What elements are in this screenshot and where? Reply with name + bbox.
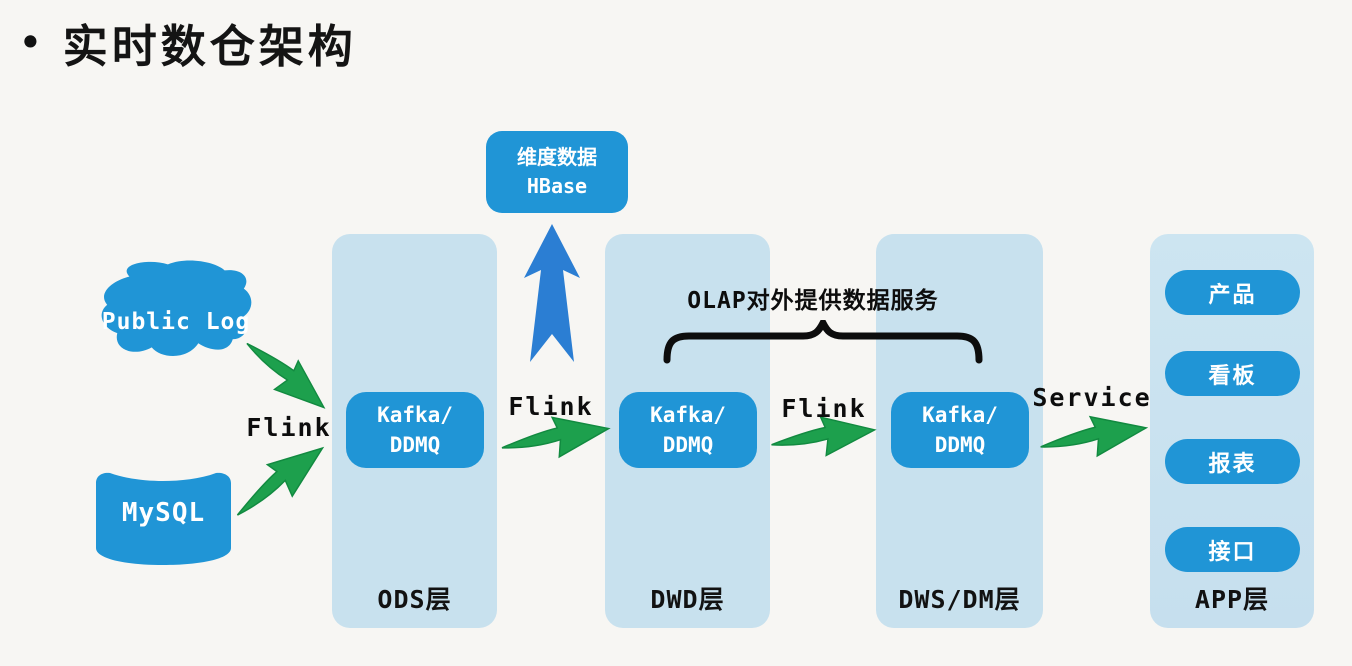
olap-annotation: OLAP对外提供数据服务 [687,288,939,314]
flink-ods-dwd-label: Flink [508,392,594,421]
app-node-product: 产品 [1165,270,1300,315]
layer-label-ods: ODS层 [377,585,452,614]
kafka-dwd-line2: DDMQ [662,433,714,457]
app-node-report: 报表 [1165,439,1300,484]
kafka-ods-line1: Kafka/ [377,402,453,427]
flink-dwd-dws-label: Flink [781,394,867,423]
hbase-node-line2: HBase [526,174,588,198]
flow-arrow-mysql-to-ods-icon [221,430,340,530]
title-bullet: • [18,17,43,67]
hbase-dimension-node: 维度数据 HBase [486,131,628,213]
flow-arrow-dwd-to-dws-icon [769,411,878,462]
kafka-ddmq-node-dws: Kafka/ DDMQ [891,392,1029,468]
page-title: 实时数仓架构 [62,20,357,73]
public-log-line2: Log [205,309,251,335]
flow-arrow-dws-to-app-icon [1038,409,1151,464]
kafka-dws-line1: Kafka/ [922,402,998,427]
public-log-node: Public Log [95,308,257,337]
hbase-node-line1: 维度数据 [517,145,597,169]
app-node-dashboard: 看板 [1165,351,1300,396]
service-label: Service [1032,383,1152,412]
kafka-dwd-line1: Kafka/ [650,402,726,427]
flow-arrow-publiclog-to-ods-icon [235,324,339,427]
layer-label-app: APP层 [1194,585,1270,614]
mysql-cylinder-shape [95,467,232,566]
kafka-ods-line2: DDMQ [389,433,441,457]
layer-column-app: 产品 看板 报表 接口 APP层 [1150,234,1314,628]
curly-brace-icon [662,320,984,364]
up-arrow-to-hbase-icon [522,224,582,364]
flow-arrow-ods-to-dwd-icon [498,409,615,465]
kafka-ddmq-node-dwd: Kafka/ DDMQ [619,392,757,468]
kafka-dws-line2: DDMQ [934,433,986,457]
title-row: • 实时数仓架构 [18,10,357,75]
flink-ingest-label: Flink [246,413,332,442]
public-log-cloud-shape [95,260,257,380]
app-node-interface: 接口 [1165,527,1300,572]
public-log-line1: Public [101,309,191,335]
kafka-ddmq-node-ods: Kafka/ DDMQ [346,392,484,468]
layer-label-dws-dm: DWS/DM层 [898,585,1021,614]
mysql-node: MySQL [121,498,206,528]
layer-label-dwd: DWD层 [650,585,725,614]
